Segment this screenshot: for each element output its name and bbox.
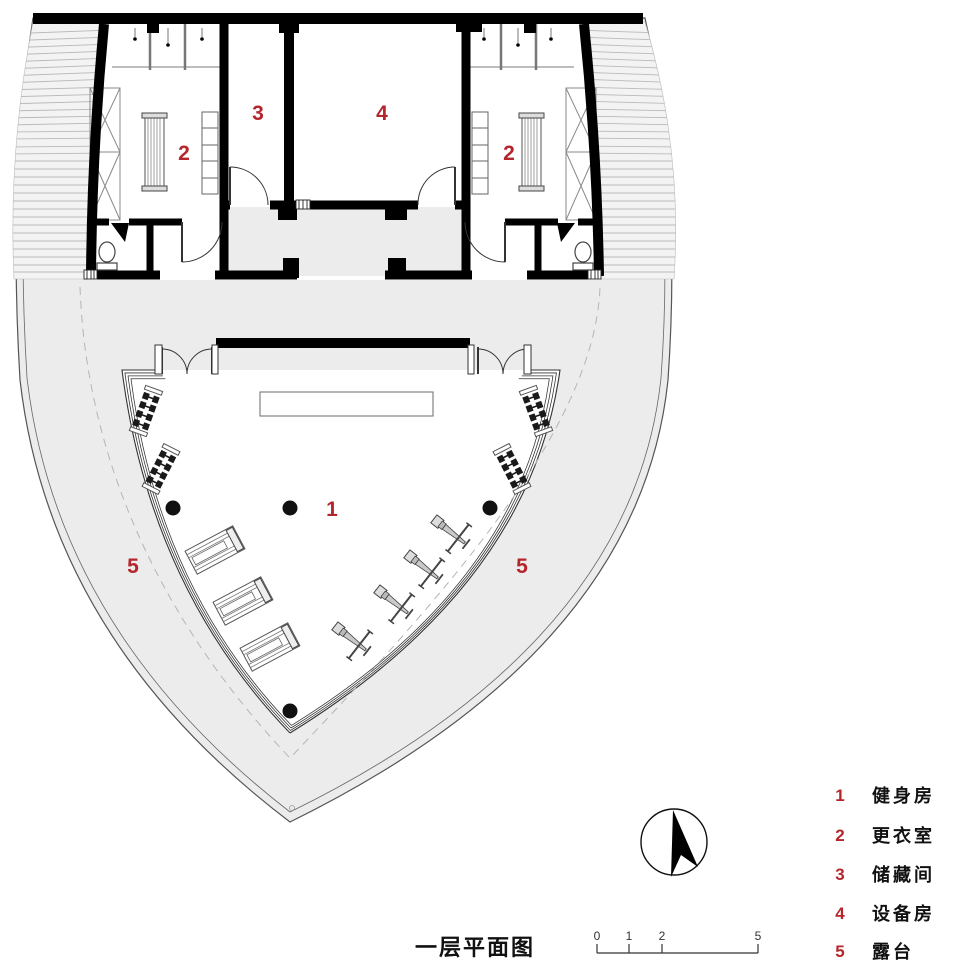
legend-num-4: 4 (835, 904, 845, 923)
legend-row: 2 更衣室 (835, 825, 935, 846)
legend-num-5: 5 (835, 942, 844, 961)
legend-row: 3 储藏间 (835, 864, 935, 885)
scale-tick-0: 0 (594, 929, 601, 943)
label-room2-right: 2 (503, 142, 515, 165)
scale-tick-5: 5 (755, 929, 762, 943)
label-terrace-left: 5 (127, 555, 139, 578)
doors (154, 166, 532, 375)
walls (33, 13, 643, 348)
page-title: 一层平面图 (415, 935, 535, 960)
legend-label-2: 更衣室 (872, 825, 935, 846)
legend-label-4: 设备房 (872, 903, 935, 924)
legend-label-1: 健身房 (872, 785, 935, 806)
coat-rails-left (133, 24, 204, 70)
toilet-left (96, 241, 118, 271)
label-terrace-right: 5 (516, 555, 528, 578)
room-labels: 2 3 4 2 1 5 5 (127, 102, 528, 578)
top-wall (33, 13, 643, 24)
legend-num-1: 1 (835, 786, 844, 805)
gym-hall (121, 369, 561, 734)
legend-row: 4 设备房 (835, 903, 935, 924)
scale-tick-1: 1 (626, 929, 633, 943)
toilet-right (572, 241, 594, 271)
columns (165, 500, 498, 719)
label-room3: 3 (252, 102, 264, 125)
legend-row: 1 健身房 (835, 785, 935, 806)
label-room1: 1 (326, 498, 338, 521)
reception-desk (259, 391, 434, 417)
shelves-left (201, 111, 219, 195)
legend-row: 5 露台 (835, 941, 914, 962)
gym-top-wall (216, 338, 470, 348)
legend-label-3: 储藏间 (871, 864, 935, 885)
legend: 1 健身房 2 更衣室 3 储藏间 4 设备房 5 露台 (835, 785, 935, 962)
bench-left (141, 112, 168, 192)
scale-tick-2: 2 (659, 929, 666, 943)
legend-num-2: 2 (835, 826, 844, 845)
label-room2-left: 2 (178, 142, 190, 165)
vestibule (228, 207, 462, 276)
scale-bar: 0 1 2 5 (594, 929, 762, 954)
north-arrow-icon (640, 808, 708, 877)
vent-grilles (83, 199, 602, 280)
label-room4: 4 (376, 102, 388, 125)
drain-dot (289, 805, 295, 811)
stair-band-left (12, 21, 107, 280)
upper-block (87, 24, 600, 280)
shelves-right (471, 111, 489, 195)
toilet-door (111, 223, 129, 242)
terrace-dashed-line (79, 286, 601, 759)
bench-right (518, 112, 545, 192)
legend-label-5: 露台 (872, 941, 914, 962)
toilet-door (557, 223, 575, 242)
legend-num-3: 3 (835, 865, 844, 884)
